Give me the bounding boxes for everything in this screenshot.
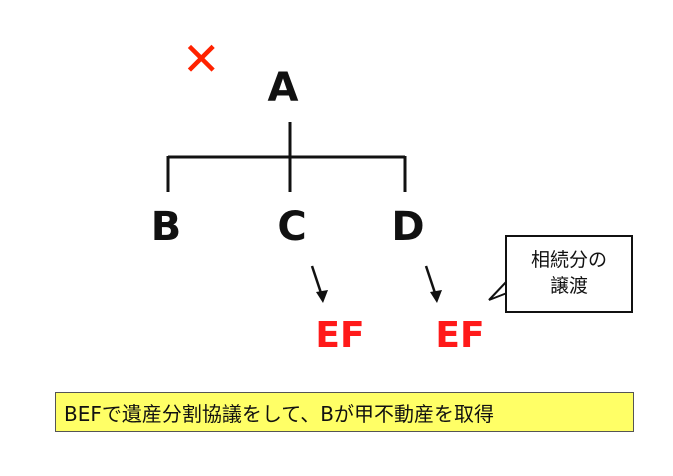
node-b: B bbox=[150, 204, 182, 250]
deceased-mark: ✕ bbox=[182, 32, 221, 86]
arrow-c-ef bbox=[310, 265, 324, 297]
summary-note-text: BEFで遺産分割協議をして、Bが甲不動産を取得 bbox=[64, 401, 494, 426]
callout-line-2: 譲渡 bbox=[549, 275, 588, 297]
callout-line-1: 相続分の bbox=[530, 249, 607, 272]
arrow-d-ef-head bbox=[430, 290, 442, 303]
arrow-d-ef bbox=[424, 265, 438, 297]
heir-ef-under-c: EF bbox=[315, 315, 365, 356]
node-a: A bbox=[267, 65, 299, 111]
summary-note: BEFで遺産分割協議をして、Bが甲不動産を取得 bbox=[55, 392, 634, 432]
node-d: D bbox=[391, 204, 425, 250]
arrow-c-ef-head bbox=[316, 290, 328, 303]
callout-box: 相続分の 譲渡 bbox=[505, 235, 633, 313]
heir-ef-under-d: EF bbox=[435, 315, 485, 356]
node-c: C bbox=[277, 204, 307, 250]
